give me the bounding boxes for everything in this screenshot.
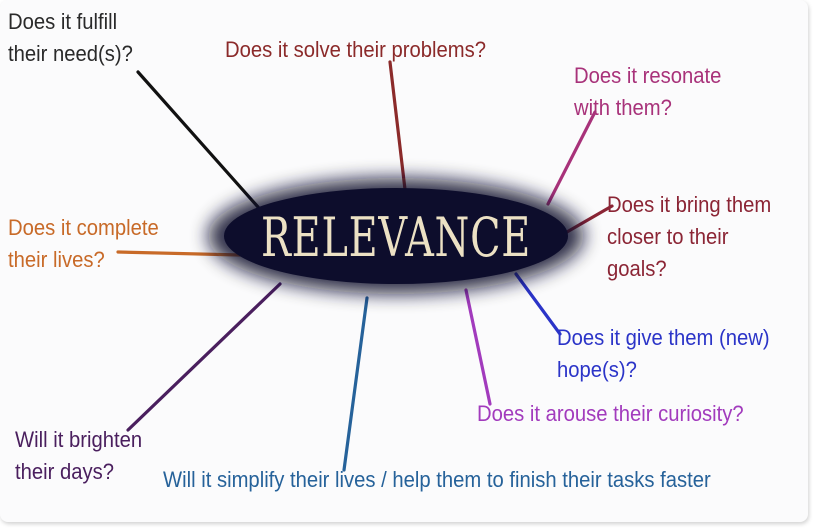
label-complete-lives: Does it complete their lives? bbox=[8, 215, 159, 272]
center-title: RELEVANCE bbox=[261, 206, 531, 269]
connector-brighten-days bbox=[126, 282, 282, 432]
label-arouse-curiosity: Does it arouse their curiosity? bbox=[477, 401, 744, 426]
diagram-frame: RELEVANCE Does it fulfill their need(s)?… bbox=[8, 9, 772, 492]
connector-resonate bbox=[546, 110, 597, 206]
connector-solve-problems bbox=[388, 60, 408, 200]
center-ellipse bbox=[224, 188, 568, 284]
connector-arouse-curiosity bbox=[464, 288, 492, 406]
label-new-hope: Does it give them (new) hope(s)? bbox=[557, 325, 770, 382]
label-closer-goals: Does it bring them closer to their goals… bbox=[607, 192, 772, 281]
label-simplify-lives: Will it simplify their lives / help them… bbox=[163, 467, 711, 492]
label-fulfill-needs: Does it fulfill their need(s)? bbox=[8, 9, 133, 66]
connector-simplify-lives bbox=[342, 296, 369, 472]
connector-fulfill-needs bbox=[136, 70, 260, 209]
label-solve-problems: Does it solve their problems? bbox=[225, 37, 486, 62]
label-brighten-days: Will it brighten their days? bbox=[15, 427, 143, 484]
connector-new-hope bbox=[514, 272, 562, 336]
relevance-diagram: RELEVANCE bbox=[116, 60, 614, 472]
connector-lines bbox=[116, 60, 614, 472]
label-resonate: Does it resonate with them? bbox=[574, 63, 722, 120]
